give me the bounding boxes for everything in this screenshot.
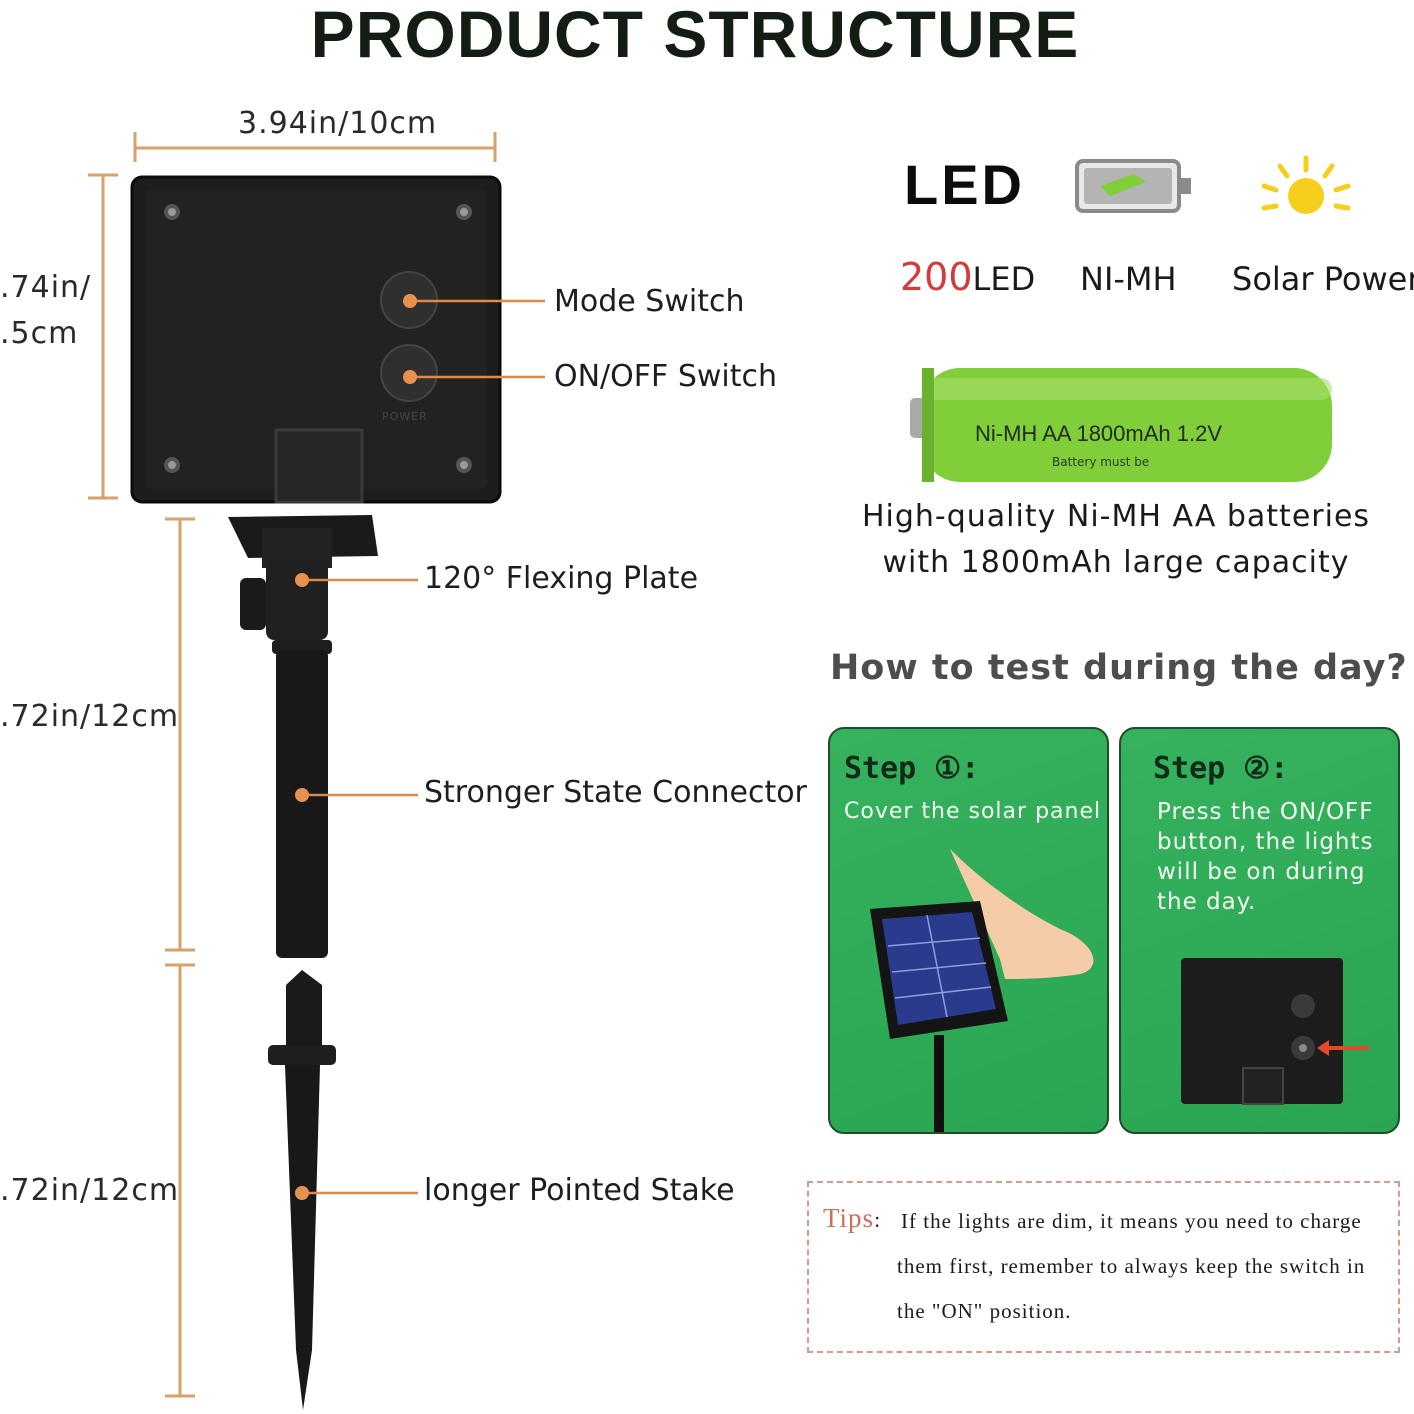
battery-type-label: NI-MH bbox=[1080, 260, 1177, 298]
aa-battery-illustration bbox=[910, 368, 1332, 482]
product-diagram bbox=[88, 132, 545, 1410]
tips-label: Tips bbox=[823, 1203, 875, 1233]
page-title: PRODUCT STRUCTURE bbox=[310, 0, 1080, 71]
callout-lines bbox=[302, 299, 545, 1195]
step1-text: Cover the solar panel bbox=[844, 799, 1102, 824]
step2-panel: Step ②: Press the ON/OFF button, the lig… bbox=[1119, 727, 1400, 1134]
width-dimension-line bbox=[133, 132, 497, 162]
callout-dots bbox=[295, 294, 417, 1200]
height-label-line1: .74in/ bbox=[0, 270, 92, 305]
tips-label-wrap: Tips: bbox=[823, 1203, 881, 1233]
led-count: 200 bbox=[900, 255, 973, 299]
connector-label: Stronger State Connector bbox=[424, 775, 807, 810]
height-dimension-line bbox=[88, 173, 118, 500]
power-print: POWER bbox=[382, 410, 428, 423]
stake-dimension-line bbox=[165, 963, 195, 1398]
howto-heading: How to test during the day? bbox=[830, 648, 1408, 688]
flexing-plate-label: 120° Flexing Plate bbox=[424, 561, 699, 596]
step1-panel: Step ①: Cover the solar panel bbox=[828, 727, 1109, 1134]
led-suffix: LED bbox=[972, 260, 1036, 298]
tips-box: Tips: If the lights are dim, it means yo… bbox=[807, 1181, 1400, 1353]
stake-label: longer Pointed Stake bbox=[424, 1173, 735, 1208]
battery-print-small: Battery must be bbox=[1052, 455, 1150, 469]
step2-title: Step ②: bbox=[1153, 751, 1289, 786]
sun-icon bbox=[1261, 155, 1351, 214]
battery-description: High-quality Ni-MH AA batteries with 180… bbox=[840, 494, 1392, 586]
control-box bbox=[130, 175, 502, 504]
battery-print-main: Ni-MH AA 1800mAh 1.2V bbox=[975, 421, 1223, 446]
cover-panel-illustration bbox=[870, 849, 1094, 1132]
tips-text: If the lights are dim, it means you need… bbox=[897, 1209, 1366, 1323]
battery-description-line1: High-quality Ni-MH AA batteries bbox=[861, 499, 1371, 534]
stake-length-label: .72in/12cm bbox=[0, 1173, 180, 1208]
step2-text: Press the ON/OFF button, the lights will… bbox=[1157, 799, 1374, 915]
connector-dimension-line bbox=[165, 517, 195, 952]
step1-title: Step ①: bbox=[844, 751, 980, 786]
led-heading: LED bbox=[904, 153, 1025, 216]
battery-icon bbox=[1075, 159, 1191, 213]
connector-tube bbox=[272, 640, 332, 958]
pointed-stake bbox=[268, 970, 336, 1410]
connector-length-label: .72in/12cm bbox=[0, 699, 180, 734]
press-button-illustration bbox=[1181, 958, 1369, 1105]
width-label: 3.94in/10cm bbox=[238, 106, 438, 141]
height-label-line2: .5cm bbox=[0, 316, 79, 351]
solar-power-label: Solar Power bbox=[1232, 260, 1414, 298]
led-count-label: 200LED bbox=[900, 255, 1035, 299]
onoff-switch-label: ON/OFF Switch bbox=[554, 359, 778, 394]
battery-description-line2: with 1800mAh large capacity bbox=[882, 545, 1350, 580]
mode-switch-label: Mode Switch bbox=[554, 284, 745, 319]
